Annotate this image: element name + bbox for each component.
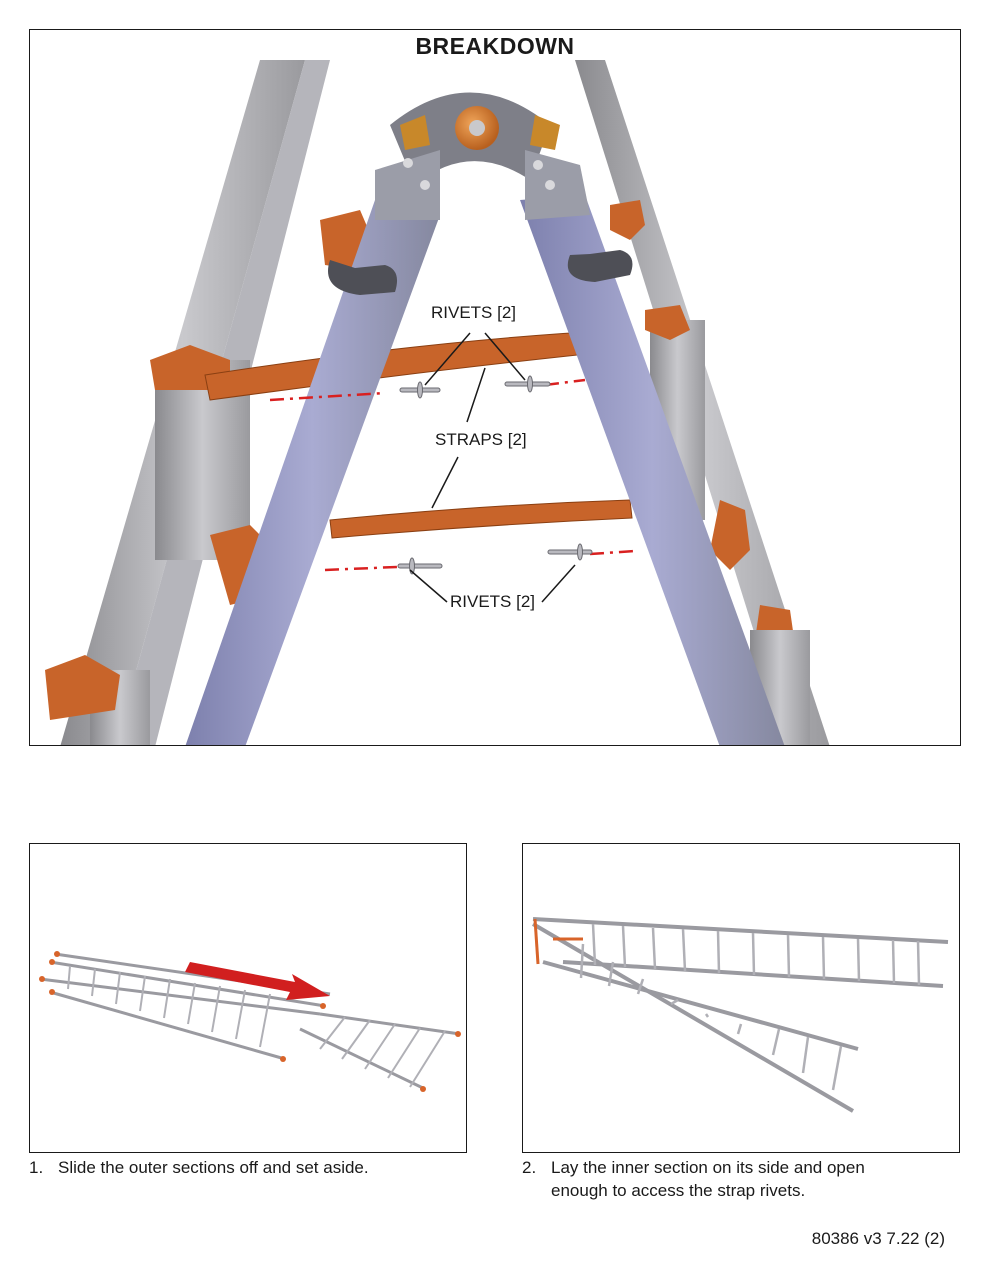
- upper-guide-line-left: [269, 391, 386, 402]
- step-1: 1. Slide the outer sections off and set …: [29, 1156, 469, 1180]
- front-right-rail: [520, 195, 785, 745]
- step-2-number: 2.: [522, 1158, 537, 1177]
- rivet-upper-right: [504, 375, 551, 393]
- step-1-text: Slide the outer sections off and set asi…: [58, 1158, 369, 1177]
- slide-outer-sections-illustration: [39, 951, 461, 1092]
- right-lock-handle: [567, 250, 633, 282]
- step2-figure: [522, 843, 960, 1153]
- rivet-lower-right: [547, 543, 593, 561]
- lower-guide-line-right: [589, 549, 636, 556]
- inner-section-open-illustration: [531, 917, 949, 1113]
- callout-leaders: [409, 332, 576, 603]
- upper-guide-line-right: [544, 378, 586, 387]
- front-left-rail: [185, 200, 440, 745]
- step-1-number: 1.: [29, 1158, 44, 1177]
- straps-callout: STRAPS [2]: [435, 430, 527, 449]
- rivets-top-callout: RIVETS [2]: [431, 303, 517, 322]
- main-figure: BREAKDOWN RIVETS [2] STRAPS [2] RIVETS […: [29, 29, 961, 746]
- document-code: 80386 v3 7.22 (2): [811, 1229, 945, 1248]
- rivet-lower-left: [397, 557, 443, 575]
- left-lock-handle: [328, 260, 398, 295]
- rivet-upper-left: [399, 381, 441, 399]
- step-2-text: Lay the inner section on its side and op…: [551, 1158, 865, 1200]
- step1-figure: [29, 843, 467, 1153]
- step-2: 2. Lay the inner section on its side and…: [522, 1156, 962, 1204]
- page-title: BREAKDOWN: [415, 33, 575, 59]
- hinge-assembly: [375, 92, 590, 220]
- ladder-hinge-illustration: [45, 60, 830, 745]
- lower-strap: [329, 499, 633, 539]
- slide-direction-arrow: [185, 962, 330, 1000]
- rivets-bottom-callout: RIVETS [2]: [450, 592, 536, 611]
